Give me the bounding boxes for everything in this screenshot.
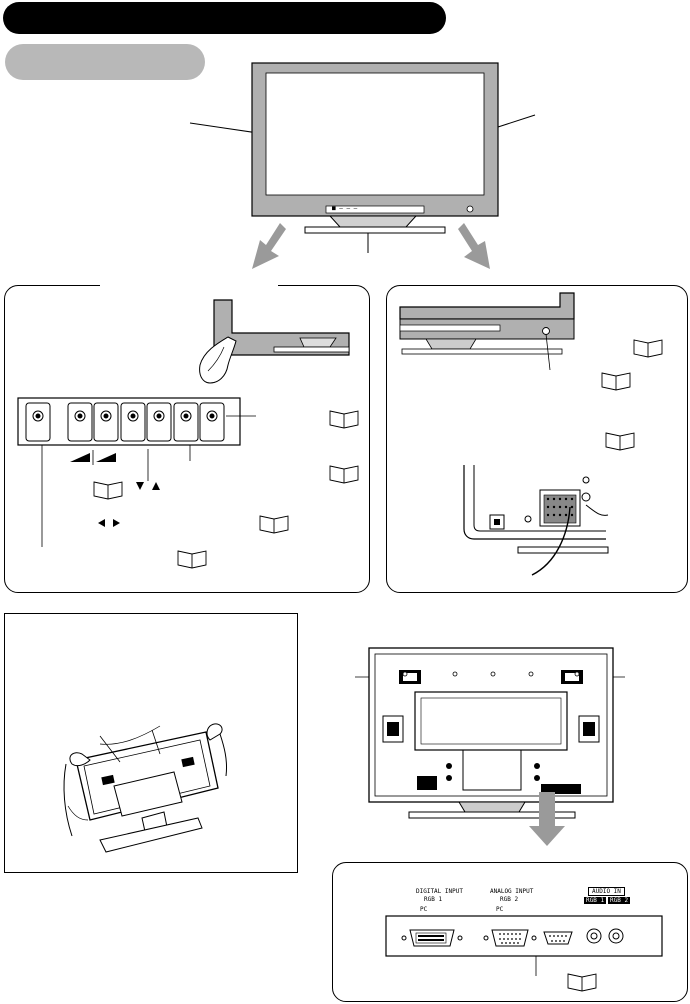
control-buttons-figure [17, 299, 359, 569]
book-reference-icon [601, 339, 663, 451]
dvi-sub-label: PC [420, 906, 428, 913]
monitor-front-figure [189, 62, 536, 269]
volume-up-icon [96, 453, 116, 462]
arrow-down-icon [529, 792, 565, 846]
button-caps [32, 410, 218, 422]
arrow-up-triangle-icon [152, 482, 160, 490]
power-rear-figure [399, 292, 663, 576]
panel-title-gap [100, 281, 278, 289]
button-shells [25, 402, 225, 442]
power-button-icon [542, 327, 550, 335]
rear-terminals-left [417, 763, 452, 790]
bezel-logo-text: ■ — — — [332, 205, 358, 212]
analog-label-line2: RGB 2 [500, 896, 519, 903]
arrow-left-triangle-icon [98, 519, 105, 527]
carrying-panel [4, 613, 298, 873]
analog-sub-label: PC [496, 906, 504, 913]
subsection-pill [5, 44, 205, 80]
connectors-panel [332, 862, 688, 1002]
arrow-down-left-icon [252, 223, 286, 269]
dvi-connector-icon [401, 929, 463, 947]
rear-terminals-right [534, 763, 581, 794]
section-header-bar [3, 2, 446, 34]
monitor-screen [265, 72, 485, 196]
rear-view-figure [355, 647, 625, 846]
book-reference-icon [567, 973, 597, 992]
analog-label-line1: ANALOG INPUT [490, 888, 534, 895]
audio-jack-icon [586, 928, 624, 944]
serial-connector-icon [543, 931, 573, 945]
audio-label: AUDIO IN [588, 887, 625, 896]
volume-down-icon [70, 453, 90, 462]
arrow-down-triangle-icon [136, 482, 144, 490]
power-button-icon [466, 205, 474, 213]
dvi-label-line2: RGB 1 [424, 896, 443, 903]
connectors-figure [385, 915, 663, 992]
vga-connector-icon [483, 929, 537, 947]
monitor-base [304, 226, 446, 234]
carrying-figure [63, 723, 227, 853]
audio-rgb2-tag: RGB 2 [608, 897, 631, 904]
book-reference-icon [93, 410, 359, 569]
power-rear-panel [386, 285, 688, 593]
audio-rgb1-tag: RGB 1 [584, 897, 607, 904]
dvi-label-line1: DIGITAL INPUT [416, 888, 463, 895]
arrow-down-right-icon [458, 223, 490, 269]
arrow-right-triangle-icon [113, 519, 120, 527]
